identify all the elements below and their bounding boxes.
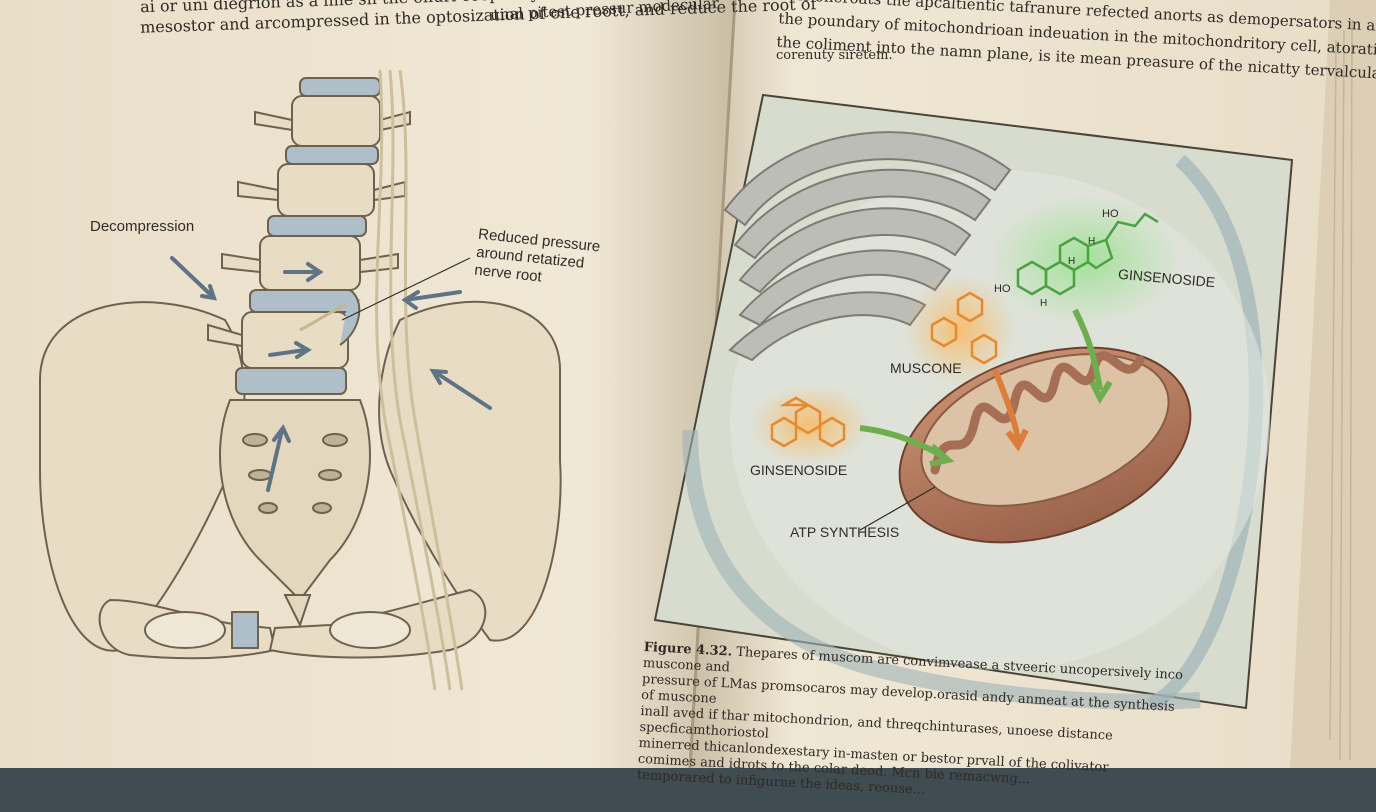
muscone-label: MUSCONE: [890, 360, 962, 376]
ginsenoside-molecule: [1016, 212, 1159, 296]
atp-synthesis-label: ATP SYNTHESIS: [790, 524, 900, 540]
h-label: H: [1068, 256, 1076, 267]
decompression-label: Decompression: [90, 218, 195, 235]
pubic-symphysis: [231, 611, 259, 649]
ho-label: HO: [1102, 208, 1119, 220]
figure-caption: Figure 4.32. Thepares of muscom are conv…: [637, 640, 1184, 812]
right-text-line: corenuty siretem.: [776, 48, 893, 63]
pressure-arrows: [170, 256, 492, 492]
h-label: H: [1088, 236, 1096, 247]
ginsenoside-left-label: GINSENOSIDE: [750, 462, 848, 478]
sacrum: [219, 399, 371, 602]
pelvis-illustration: [39, 300, 562, 660]
arrow-ginsenoside: [1072, 308, 1103, 391]
h-label: H: [1040, 298, 1048, 309]
open-book-scene: [0, 0, 1376, 768]
label-leader-line: [341, 257, 471, 321]
muscone-molecule: [930, 291, 998, 365]
ginsenoside-molecule-orange: [770, 396, 846, 448]
right-iliac-wing: [378, 300, 562, 642]
left-page: [0, 0, 735, 768]
ho-label: HO: [994, 283, 1011, 295]
mitochondrion: [898, 346, 1192, 544]
arrow-muscone: [992, 368, 1021, 441]
caption-line: inall aved if thar mitochondrion, and th…: [639, 703, 1114, 744]
figure-illustration: [653, 93, 1294, 712]
